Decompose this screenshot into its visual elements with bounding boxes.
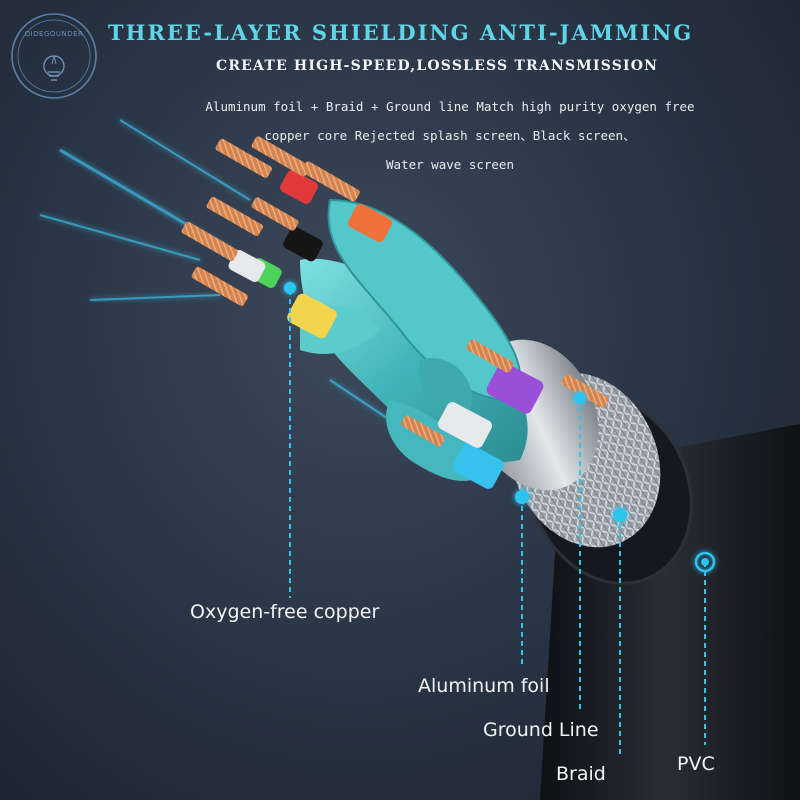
label-braid: Braid [556,763,606,785]
subheadline: CREATE HIGH-SPEED,LOSSLESS TRANSMISSION [216,58,659,74]
label-aluminum-foil: Aluminum foil [418,675,550,697]
twisted-pairs [300,198,528,481]
copper-cores [181,136,609,447]
logo-text: OIDEGOUNDER [24,30,84,38]
label-pvc: PVC [677,753,715,775]
headline: THREE-LAYER SHIELDING ANTI-JAMMING [108,20,694,45]
description-line-3: Water wave screen [386,157,514,172]
label-oxygen-free-copper: Oxygen-free copper [190,601,380,623]
label-ground-line: Ground Line [483,719,599,741]
description-line-2: copper core Rejected splash screen、Black… [264,128,636,143]
callout-dots [284,282,716,573]
inner-conductors [228,170,544,489]
description: Aluminum foil + Braid + Ground line Matc… [180,92,720,179]
lightbulb-icon [11,13,97,99]
description-line-1: Aluminum foil + Braid + Ground line Matc… [205,99,695,114]
brand-logo: OIDEGOUNDER [6,8,102,104]
light-streaks [39,119,421,441]
callout-lines [289,290,706,755]
